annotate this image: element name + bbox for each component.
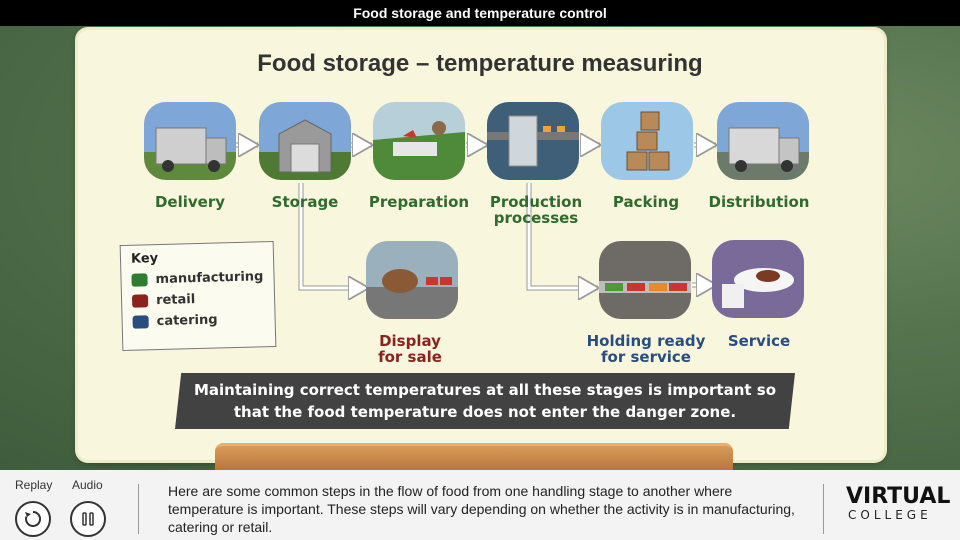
banner-line2: that the food temperature does not enter… [233,403,737,421]
header-title: Food storage and temperature control [0,0,960,26]
legend-key: Key manufacturing retail catering [119,241,277,351]
swatch-catering [132,315,149,329]
label-distribution: Distribution [708,193,810,211]
pause-icon [82,512,94,526]
audio-pause-button[interactable] [70,501,106,537]
banner-line1: Maintaining correct temperatures at all … [193,381,777,399]
label-holding-line1: Holding ready [586,332,706,350]
display-image [366,241,458,319]
key-label-catering: catering [156,312,218,330]
swatch-manufacturing [131,273,148,287]
preparation-image [373,102,465,180]
replay-button[interactable] [15,501,51,537]
player-footer: Replay Audio Here are some common steps … [0,470,960,540]
footer-divider-left [138,484,139,534]
key-row-manufacturing: manufacturing [131,269,264,288]
label-production: Production processes [476,194,596,226]
packing-image [601,102,693,180]
footer-divider-right [823,484,824,534]
logo-college: COLLEGE [848,508,932,522]
holding-image [599,241,691,319]
label-holding: Holding ready for service [578,333,714,365]
label-delivery: Delivery [154,193,226,211]
service-image [712,240,804,318]
label-production-line2: processes [493,209,579,227]
slide-title: Food storage – temperature measuring [257,50,703,77]
delivery-image [144,102,236,180]
label-display-line1: Display [379,332,441,350]
key-label-manufacturing: manufacturing [155,269,264,288]
replay-icon [25,510,42,527]
board-shelf [215,443,733,473]
logo-virtual: VIRTUAL [846,484,951,509]
distribution-image [717,102,809,180]
production-image [487,102,579,180]
swatch-retail [131,294,149,308]
key-row-retail: retail [131,290,264,309]
label-preparation: Preparation [368,193,470,211]
narration-text: Here are some common steps in the flow o… [168,483,795,535]
label-service: Service [727,332,791,350]
label-packing: Packing [612,193,680,211]
label-display: Display for sale [355,333,465,365]
label-storage: Storage [271,193,339,211]
storage-image [259,102,351,180]
label-display-line2: for sale [378,348,442,366]
label-holding-line2: for service [601,348,691,366]
key-label-retail: retail [155,292,196,309]
key-title: Key [130,251,159,267]
info-banner: Maintaining correct temperatures at all … [175,373,795,429]
replay-label: Replay [15,478,53,492]
key-row-catering: catering [132,311,264,329]
label-production-line1: Production [489,193,583,211]
audio-label: Audio [72,478,103,492]
